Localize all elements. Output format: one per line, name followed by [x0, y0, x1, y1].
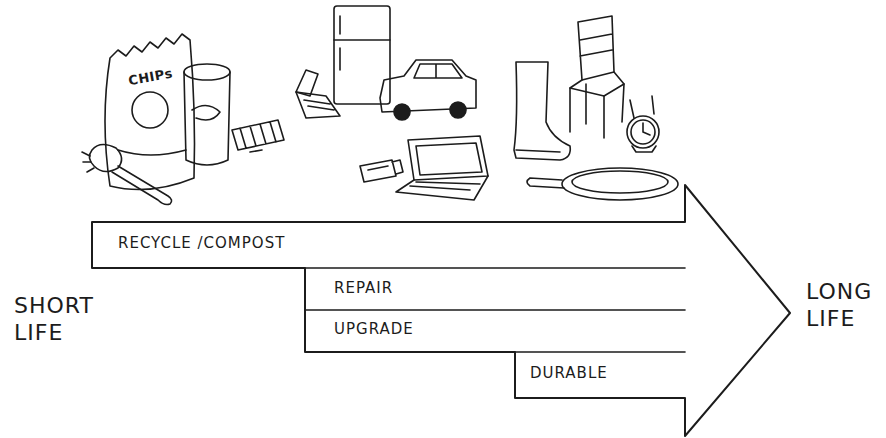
- band-divider: [305, 309, 685, 311]
- life-arrow: [92, 185, 790, 436]
- chips-bag-logo: [132, 92, 168, 128]
- watch-band: [630, 96, 656, 152]
- watch: [627, 116, 659, 148]
- spork-tines: [82, 152, 94, 172]
- frying-pan: [527, 178, 564, 188]
- laptop: [396, 176, 488, 200]
- can: [184, 72, 230, 165]
- life-band: DURABLE: [530, 364, 680, 388]
- band-label: RECYCLE /COMPOST: [118, 234, 418, 252]
- band-label: REPAIR: [334, 279, 534, 297]
- axis-label: LONG LIFE: [806, 278, 884, 332]
- frying-pan: [562, 168, 678, 200]
- gum-pack: [232, 120, 284, 150]
- laptop: [408, 136, 488, 180]
- usb-stick: [360, 160, 403, 182]
- life-band: UPGRADE: [334, 320, 534, 344]
- band-label: DURABLE: [530, 364, 680, 382]
- package-text: CHIPs: [127, 63, 189, 88]
- car-wheel: [450, 102, 466, 118]
- fridge: [334, 16, 390, 70]
- chips-bag-crease: [118, 150, 186, 155]
- watch: [631, 120, 655, 144]
- car: [414, 64, 462, 78]
- life-band: REPAIR: [334, 279, 534, 303]
- band-label: UPGRADE: [334, 320, 534, 338]
- spork: [112, 166, 172, 205]
- gum-pack: [250, 150, 262, 152]
- chair: [578, 16, 614, 80]
- laptop-keys: [410, 182, 480, 190]
- axis-label: SHORT LIFE: [14, 292, 102, 346]
- can: [184, 64, 230, 80]
- car-wheel: [394, 104, 410, 120]
- can-label: [192, 105, 220, 120]
- watch-hands: [643, 123, 650, 135]
- chair: [570, 72, 624, 96]
- frying-pan: [572, 171, 668, 193]
- chair: [570, 84, 624, 138]
- boot: [514, 62, 570, 160]
- life-band: RECYCLE /COMPOST: [118, 234, 418, 260]
- band-divider: [305, 267, 685, 269]
- boot: [516, 150, 560, 152]
- band-divider: [515, 351, 685, 353]
